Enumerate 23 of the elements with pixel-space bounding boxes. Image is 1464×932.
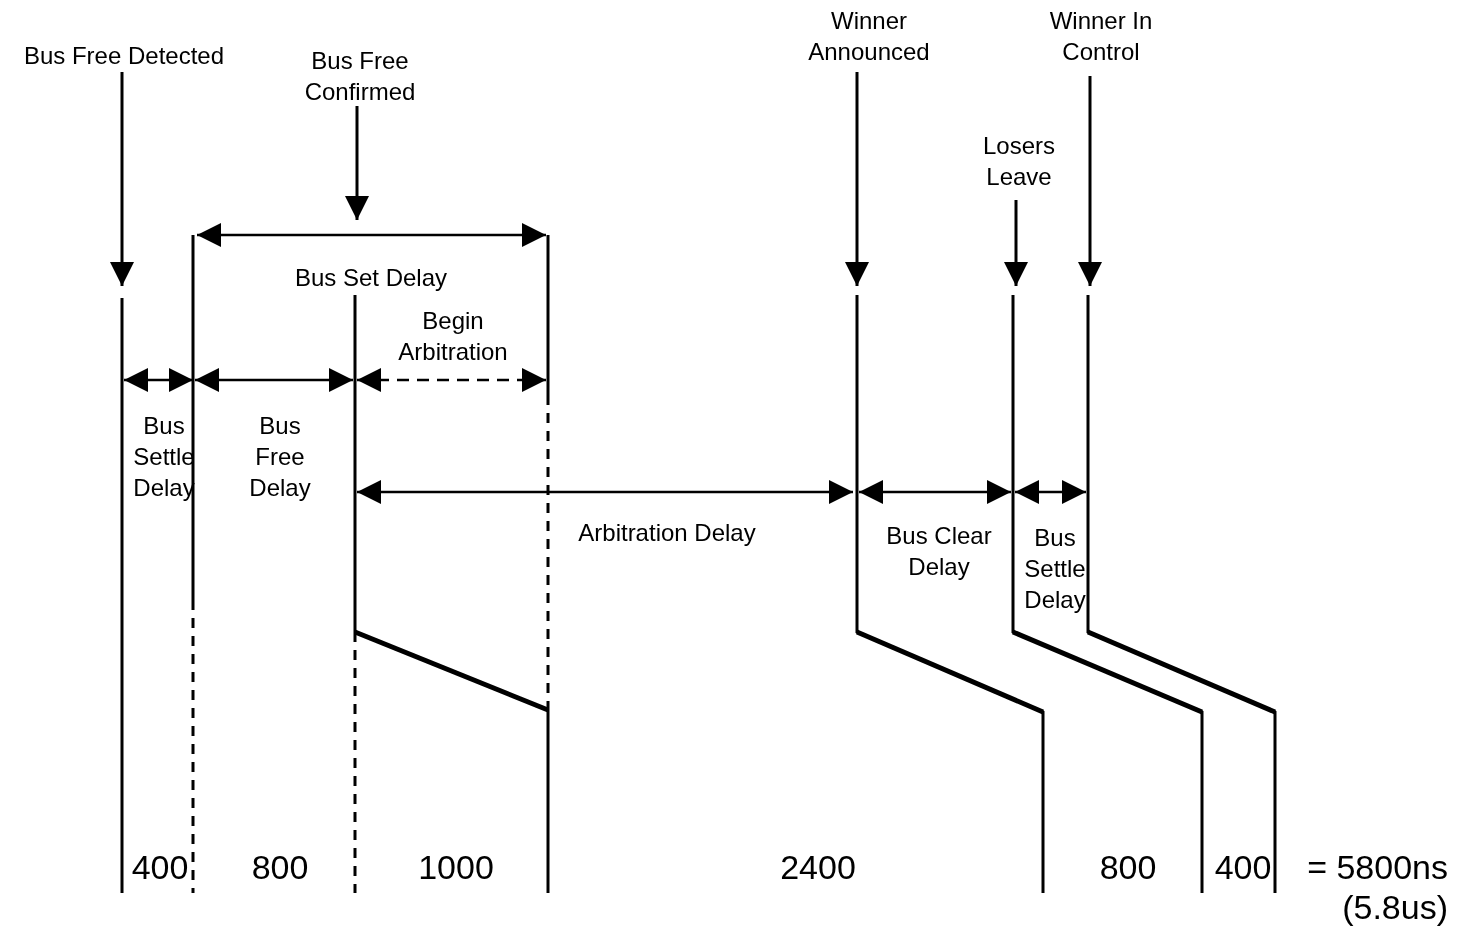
duration-value: 800 bbox=[250, 847, 310, 887]
arrow bbox=[110, 72, 134, 286]
event-label: Bus Free Confirmed bbox=[290, 45, 430, 107]
duration-value: 400 bbox=[130, 847, 190, 887]
interval-label: Arbitration Delay bbox=[577, 518, 757, 548]
interval-label: Bus Free Delay bbox=[248, 411, 312, 503]
arrow bbox=[1078, 76, 1102, 286]
event-label: Bus Free Detected bbox=[0, 40, 254, 71]
event-label: Winner Announced bbox=[794, 5, 944, 67]
arrow bbox=[845, 72, 869, 286]
interval-label: Bus Settle Delay bbox=[1023, 523, 1087, 615]
arrow bbox=[345, 106, 369, 220]
duration-value: 2400 bbox=[779, 847, 857, 887]
interval-label: Bus Set Delay bbox=[293, 263, 449, 293]
duration-value: 1000 bbox=[417, 847, 495, 887]
interval-label: Bus Clear Delay bbox=[885, 521, 993, 582]
duration-value: 400 bbox=[1213, 847, 1273, 887]
event-label: Losers Leave bbox=[969, 130, 1069, 192]
event-label: Winner In Control bbox=[1036, 5, 1166, 67]
arrow bbox=[1004, 200, 1028, 286]
duration-value: = 5800ns (5.8us) bbox=[1306, 847, 1448, 927]
interval-label: Begin Arbitration bbox=[397, 306, 509, 367]
duration-value: 800 bbox=[1098, 847, 1158, 887]
